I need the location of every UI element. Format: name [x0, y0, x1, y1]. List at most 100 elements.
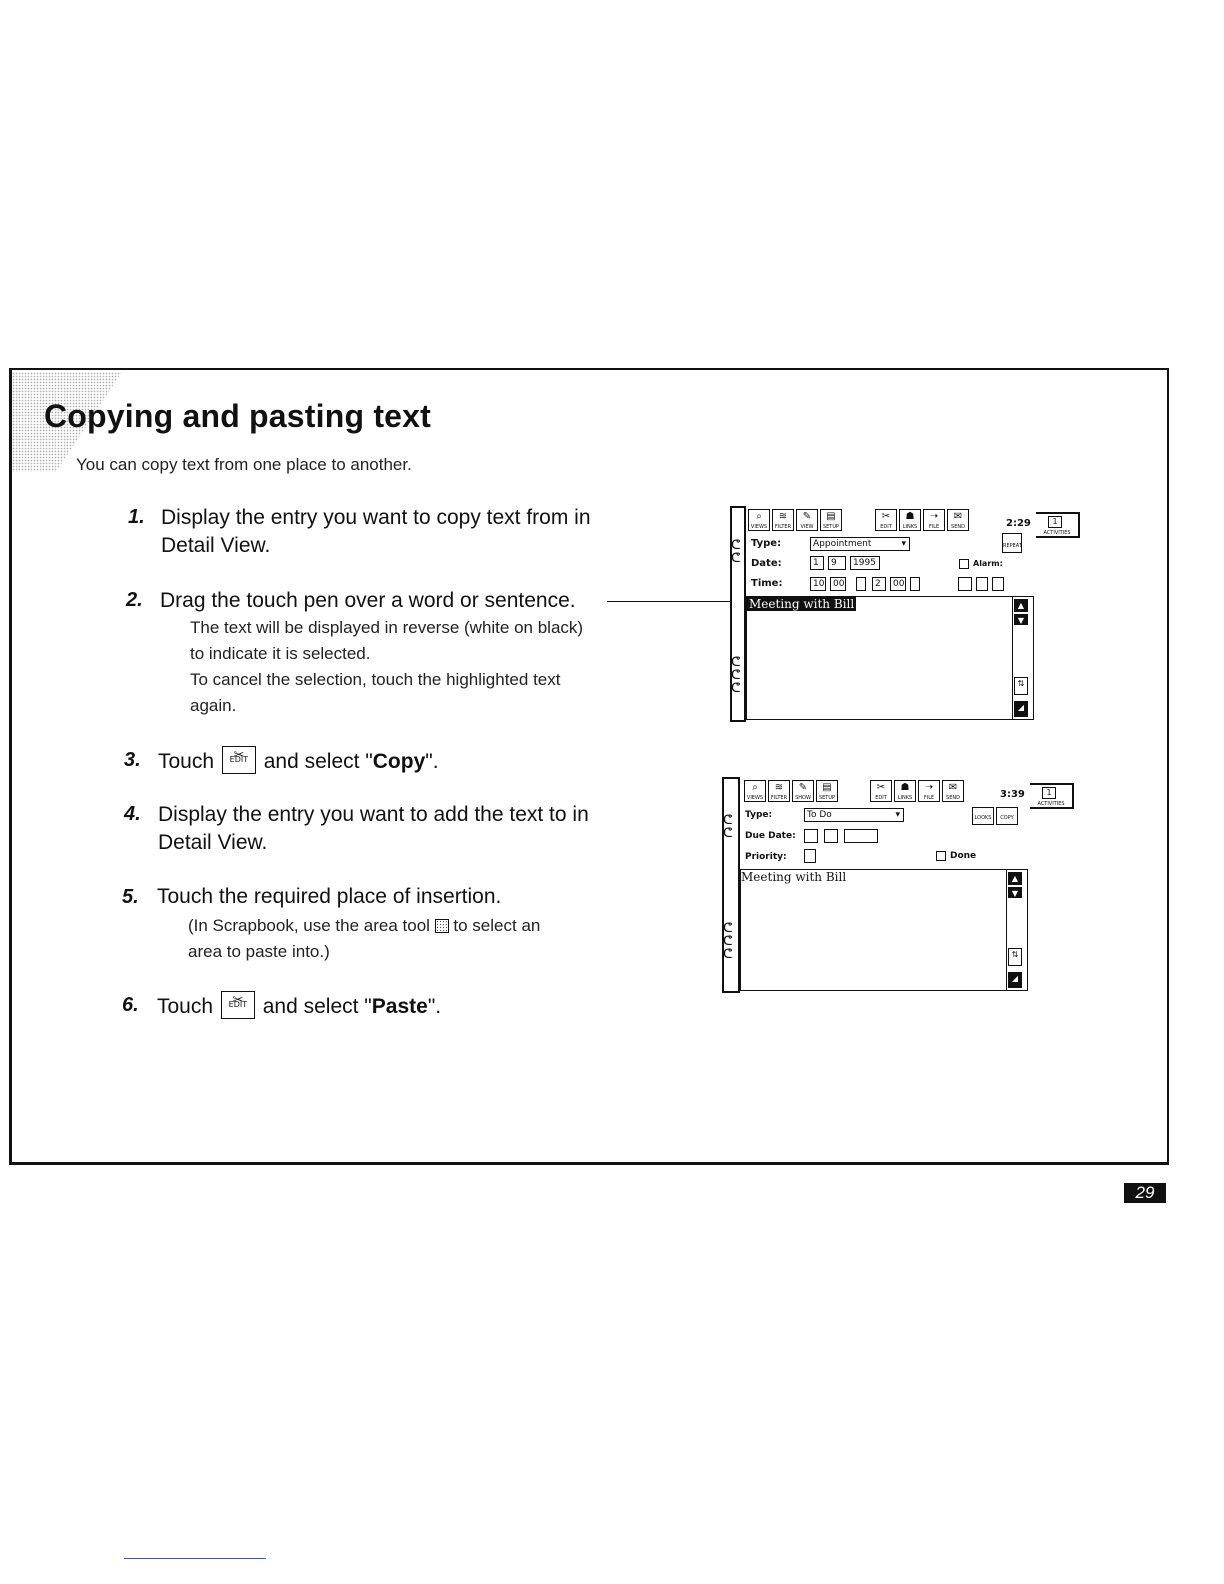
screen-2-clock: 3:39	[1000, 789, 1025, 800]
time-start-ampm[interactable]	[856, 577, 866, 591]
send-icon[interactable]: ✉SEND	[942, 780, 964, 802]
step-6-text: Touch ✂EDIT and select "Paste".	[157, 991, 441, 1021]
step-4-line-a: Display the entry you want to add the te…	[158, 803, 589, 826]
views-icon[interactable]: ⌕VIEWS	[744, 780, 766, 802]
activities-icon: 1	[1048, 516, 1062, 528]
step-6-end: ".	[427, 995, 442, 1018]
file-icon[interactable]: ➝FILE	[923, 509, 945, 531]
step-4-text: Display the entry you want to add the te…	[158, 801, 589, 857]
step-3-text: Touch ✂EDIT and select "Copy".	[158, 746, 439, 776]
time-end-minute[interactable]: 00	[890, 577, 906, 591]
step-1-line-a: Display the entry you want to copy text …	[161, 506, 591, 529]
step-2-note: The text will be displayed in reverse (w…	[190, 618, 584, 637]
screen-2-binding	[738, 777, 1030, 993]
screen-1-binding	[744, 506, 1036, 722]
resize-corner-icon[interactable]: ◢	[1008, 972, 1022, 988]
time-end-ampm[interactable]	[910, 577, 920, 591]
step-5-note-a: (In Scrapbook, use the area tool	[188, 916, 430, 935]
type-value: Appointment	[813, 539, 872, 549]
edit-button[interactable]: ✂EDIT	[221, 746, 256, 774]
pasted-text[interactable]: Meeting with Bill	[741, 870, 847, 884]
alarm-time-box[interactable]	[992, 577, 1004, 591]
priority-box[interactable]	[804, 849, 816, 863]
step-2-notes: The text will be displayed in reverse (w…	[190, 615, 583, 719]
copy-command: Copy	[372, 750, 426, 773]
filter-icon[interactable]: ≋FILTER	[772, 509, 794, 531]
time-end-hour[interactable]: 2	[872, 577, 886, 591]
time-start-minute[interactable]: 00	[830, 577, 846, 591]
step-2-note: again.	[190, 696, 237, 715]
content-frame	[9, 368, 1169, 1165]
edit-icon[interactable]: ✂EDIT	[870, 780, 892, 802]
due-month[interactable]	[804, 829, 818, 843]
time-start-hour[interactable]: 10	[810, 577, 826, 591]
send-icon[interactable]: ✉SEND	[947, 509, 969, 531]
view-icon[interactable]: ✎VIEW	[796, 509, 818, 531]
file-icon[interactable]: ➝FILE	[918, 780, 940, 802]
step-2-note: To cancel the selection, touch the highl…	[190, 670, 561, 689]
step-1-line-b: Detail View.	[161, 534, 271, 557]
memo-area[interactable]: Meeting with Bill	[740, 869, 1028, 991]
links-icon[interactable]: ☗LINKS	[899, 509, 921, 531]
screenshot-todo-detail: ⌕VIEWS ≋FILTER ✎SHOW ▤SETUP ✂EDIT ☗LINKS…	[722, 777, 1078, 993]
show-icon[interactable]: ✎SHOW	[792, 780, 814, 802]
scroll-up-icon[interactable]: ▲	[1008, 872, 1022, 885]
date-year[interactable]: 1995	[850, 556, 880, 570]
resize-corner-icon[interactable]: ◢	[1014, 701, 1028, 717]
date-month[interactable]: 1	[810, 556, 824, 570]
links-icon[interactable]: ☗LINKS	[894, 780, 916, 802]
step-5-number: 5.	[122, 886, 139, 908]
memo-scrollbar[interactable]: ▲ ▼ ⇅ ◢	[1006, 870, 1022, 990]
step-2-text: Drag the touch pen over a word or senten…	[160, 589, 576, 612]
selected-text[interactable]: Meeting with Bill	[747, 597, 857, 611]
scroll-up-icon[interactable]: ▲	[1014, 599, 1028, 612]
scissors-icon: ✂	[232, 992, 244, 1007]
due-day[interactable]	[824, 829, 838, 843]
page-jump-icon[interactable]: ⇅	[1008, 948, 1022, 966]
step-2-number: 2.	[126, 589, 143, 611]
looks-button[interactable]: LOOKS	[972, 807, 994, 825]
done-label: Done	[950, 851, 977, 861]
scroll-down-icon[interactable]: ▼	[1014, 614, 1028, 625]
alarm-checkbox[interactable]	[959, 559, 969, 569]
setup-icon[interactable]: ▤SETUP	[816, 780, 838, 802]
due-date-label: Due Date:	[745, 831, 796, 841]
scissors-icon: ✂	[233, 747, 245, 762]
done-checkbox[interactable]	[936, 851, 946, 861]
step-5-text: Touch the required place of insertion.	[157, 885, 502, 908]
step-6-number: 6.	[122, 994, 139, 1016]
edit-icon[interactable]: ✂EDIT	[875, 509, 897, 531]
scroll-down-icon[interactable]: ▼	[1008, 887, 1022, 898]
alarm-time-box[interactable]	[976, 577, 988, 591]
paste-command: Paste	[371, 995, 428, 1018]
date-day[interactable]: 9	[828, 556, 846, 570]
step-5-note-b: to select an	[453, 916, 541, 935]
memo-area[interactable]: Meeting with Bill	[746, 596, 1034, 720]
step-5-notes: (In Scrapbook, use the area tool to sele…	[188, 913, 540, 965]
step-3-pre: Touch	[158, 750, 215, 773]
page-subtitle: You can copy text from one place to anot…	[76, 455, 412, 474]
alarm-time-box[interactable]	[958, 577, 972, 591]
type-label: Type:	[745, 810, 773, 820]
step-1-text: Display the entry you want to copy text …	[161, 504, 591, 560]
step-6-pre: Touch	[157, 995, 214, 1018]
due-year[interactable]	[844, 829, 878, 843]
repeat-icon[interactable]: REPEAT	[1002, 533, 1022, 553]
page-jump-icon[interactable]: ⇅	[1014, 677, 1028, 695]
filter-icon[interactable]: ≋FILTER	[768, 780, 790, 802]
memo-scrollbar[interactable]: ▲ ▼ ⇅ ◢	[1012, 597, 1028, 719]
edit-button-label: EDIT	[229, 755, 249, 764]
step-6-post: and select "	[262, 995, 372, 1018]
type-select[interactable]: Appointment▾	[810, 537, 910, 551]
step-4-line-b: Detail View.	[158, 831, 268, 854]
page-title: Copying and pasting text	[44, 398, 432, 434]
copy-button[interactable]: COPY	[996, 807, 1018, 825]
type-select[interactable]: To Do▾	[804, 808, 904, 822]
views-icon[interactable]: ⌕VIEWS	[748, 509, 770, 531]
setup-icon[interactable]: ▤SETUP	[820, 509, 842, 531]
edit-button[interactable]: ✂EDIT	[220, 991, 255, 1019]
step-3-post: and select "	[263, 750, 373, 773]
